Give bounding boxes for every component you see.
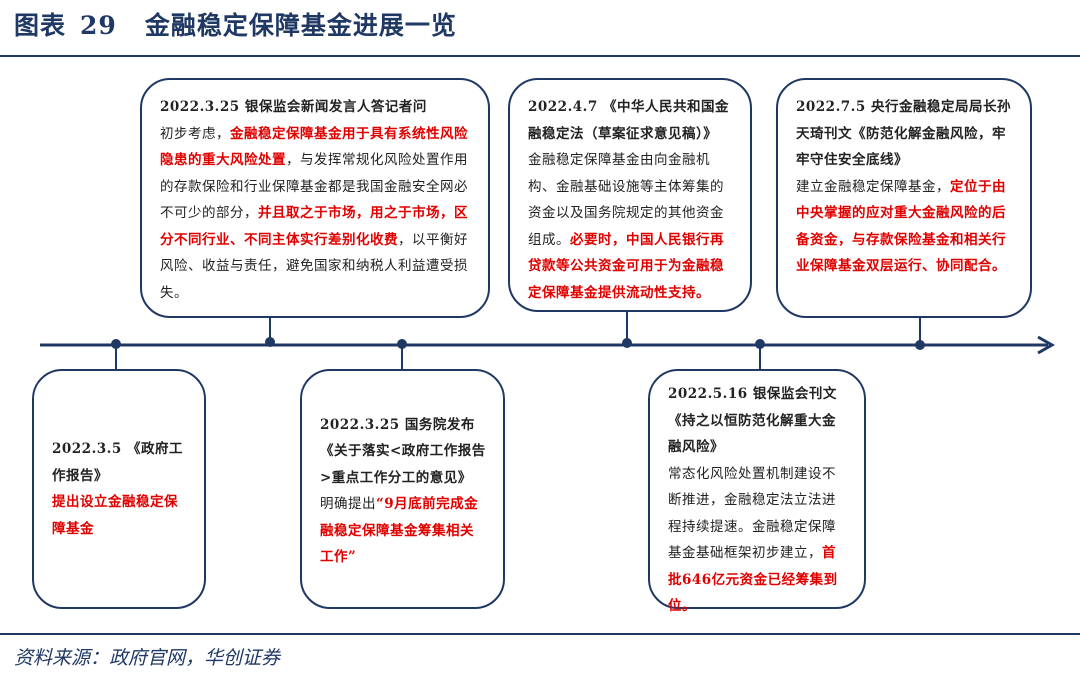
top-divider [0,55,1080,57]
timeline-dot [755,339,765,349]
event-heading: 2022.3.5 《政府工作报告》 [52,441,183,484]
event-card: 2022.3.25 银保监会新闻发言人答记者问 初步考虑，金融稳定保障基金用于具… [140,78,490,318]
event-body: 建立金融稳定保障基金，定位于由中央掌握的应对重大金融风险的后备资金，与存款保险基… [796,178,1006,275]
event-card: 2022.3.25 国务院发布《关于落实<政府工作报告>重点工作分工的意见》 明… [300,369,505,609]
event-card: 2022.7.5 央行金融稳定局局长孙天琦刊文《防范化解金融风险，牢牢守住安全底… [776,78,1032,318]
event-heading: 2022.3.25 银保监会新闻发言人答记者问 [160,99,427,115]
event-body: 初步考虑，金融稳定保障基金用于具有系统性风险隐患的重大风险处置，与发挥常规化风险… [160,125,468,301]
page-title: 图表 29 金融稳定保障基金进展一览 [14,6,457,42]
event-card: 2022.5.16 银保监会刊文《持之以恒防范化解重大金融风险》 常态化风险处置… [648,369,866,614]
event-card: 2022.4.7 《中华人民共和国金融稳定法（草案征求意见稿）》 金融稳定保障基… [508,78,752,312]
timeline-dot [111,339,121,349]
figure-title: 金融稳定保障基金进展一览 [144,11,457,40]
figure-number: 29 [80,11,117,40]
timeline-dot [622,338,632,348]
timeline-dot [397,339,407,349]
event-card: 2022.3.5 《政府工作报告》 提出设立金融稳定保障基金 [32,369,206,609]
event-body: 提出设立金融稳定保障基金 [52,494,178,537]
event-heading: 2022.7.5 央行金融稳定局局长孙天琦刊文《防范化解金融风险，牢牢守住安全底… [796,99,1011,168]
event-heading: 2022.5.16 银保监会刊文《持之以恒防范化解重大金融风险》 [668,386,837,455]
event-body: 明确提出“9月底前完成金融稳定保障基金筹集相关工作” [320,496,479,565]
event-body: 常态化风险处置机制建设不断推进，金融稳定法立法进程持续提速。金融稳定保障基金基础… [668,465,838,615]
timeline-dot [915,340,925,350]
event-heading: 2022.3.25 国务院发布《关于落实<政府工作报告>重点工作分工的意见》 [320,416,486,486]
timeline-dot [265,337,275,347]
figure-label: 图表 [14,11,67,40]
bottom-divider [0,633,1080,635]
source-note: 资料来源：政府官网，华创证券 [14,647,281,669]
event-heading: 2022.4.7 《中华人民共和国金融稳定法（草案征求意见稿）》 [528,99,729,142]
timeline-arrowhead [1037,335,1056,355]
event-body: 金融稳定保障基金由向金融机构、金融基础设施等主体筹集的资金以及国务院规定的其他资… [528,152,724,301]
